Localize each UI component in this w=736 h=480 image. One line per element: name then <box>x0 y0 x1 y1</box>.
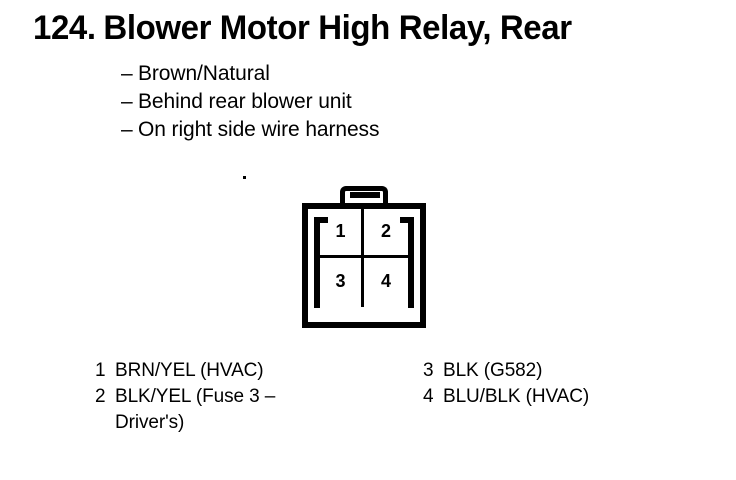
print-speck <box>243 176 246 179</box>
dash-icon: – <box>121 90 133 113</box>
connector-diagram: 1 2 3 4 <box>302 186 426 328</box>
connector-pin-grid: 1 2 3 4 <box>320 209 408 308</box>
note-item: – On right side wire harness <box>121 116 379 144</box>
pin-legend-label: BLK (G582) <box>443 360 543 381</box>
pin-legend-label: BLK/YEL (Fuse 3 – Driver's) <box>115 384 275 436</box>
connector-pin-2-label: 2 <box>380 220 391 241</box>
connector-pin-1-label: 1 <box>335 220 346 241</box>
note-item: – Brown/Natural <box>121 60 379 88</box>
pin-legend-label-line2: Driver's) <box>115 412 185 433</box>
connector-inner-notch-right <box>400 217 414 223</box>
page-title-text: Blower Motor High Relay, Rear <box>103 9 572 47</box>
pin-legend-number: 1 <box>95 360 106 381</box>
pin-legend-label-line1: BLK/YEL (Fuse 3 – <box>115 386 276 407</box>
connector-latch-slot <box>350 192 380 198</box>
note-item: – Behind rear blower unit <box>121 88 379 116</box>
pin-legend-number: 4 <box>423 386 434 407</box>
pin-legend-label: BLU/BLK (HVAC) <box>443 386 590 407</box>
connector-pin-4: 4 <box>364 258 408 307</box>
connector-latch-tab <box>340 186 388 208</box>
connector-inner-rail-left <box>314 217 320 308</box>
pin-legend-number: 3 <box>423 360 434 381</box>
page-title: 124.Blower Motor High Relay, Rear <box>33 8 572 48</box>
connector-pin-2: 2 <box>364 209 408 258</box>
connector-pin-4-label: 4 <box>380 271 391 291</box>
pin-legend-label: BRN/YEL (HVAC) <box>115 360 264 381</box>
pin-legend-row: 2 BLK/YEL (Fuse 3 – Driver's) <box>95 384 325 436</box>
pin-legend-row: 1 BRN/YEL (HVAC) <box>95 358 325 384</box>
connector-pin-1: 1 <box>320 209 364 258</box>
note-item-label: Brown/Natural <box>138 62 270 85</box>
note-item-label: On right side wire harness <box>138 118 380 141</box>
pin-legend-row: 4 BLU/BLK (HVAC) <box>423 384 683 410</box>
pin-legend-left-column: 1 BRN/YEL (HVAC) 2 BLK/YEL (Fuse 3 – Dri… <box>95 358 325 436</box>
connector-inner-notch-left <box>314 217 328 223</box>
pin-legend-row: 3 BLK (G582) <box>423 358 683 384</box>
connector-inner-rail-right <box>408 217 414 308</box>
pin-legend-number: 2 <box>95 386 106 407</box>
connector-pin-3: 3 <box>320 258 364 307</box>
dash-icon: – <box>121 118 133 141</box>
pin-legend-right-column: 3 BLK (G582) 4 BLU/BLK (HVAC) <box>423 358 683 410</box>
note-item-label: Behind rear blower unit <box>138 90 352 113</box>
page-title-number: 124. <box>33 9 96 47</box>
connector-body <box>302 203 426 328</box>
note-list: – Brown/Natural – Behind rear blower uni… <box>121 60 379 144</box>
connector-pin-3-label: 3 <box>335 271 346 291</box>
dash-icon: – <box>121 62 133 85</box>
